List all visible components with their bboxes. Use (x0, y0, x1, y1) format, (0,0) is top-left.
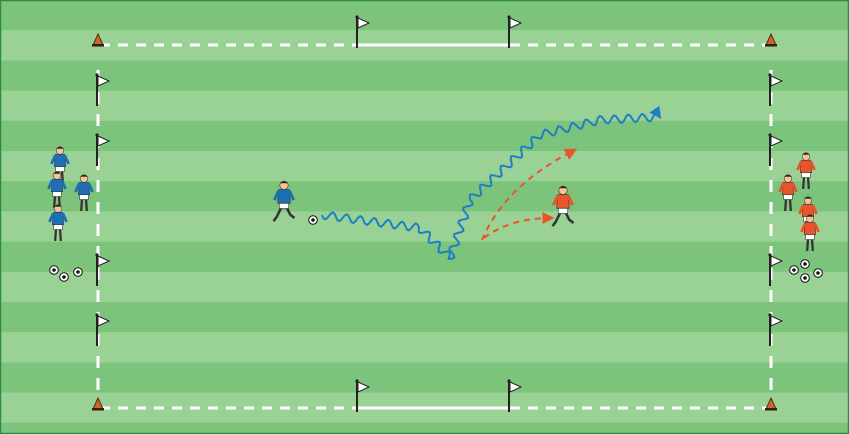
pitch-stripe (0, 332, 849, 363)
pitch-stripe (0, 362, 849, 393)
pitch-stripe (0, 60, 849, 91)
ball-icon (60, 273, 69, 282)
pitch-stripe (0, 423, 849, 434)
pitch-stripe (0, 272, 849, 303)
pitch-stripe (0, 211, 849, 242)
ball-icon (790, 266, 799, 275)
pitch-stripe (0, 0, 849, 31)
pitch-stripe (0, 302, 849, 333)
pitch-stripe (0, 121, 849, 152)
ball-icon (309, 216, 318, 225)
pitch-stripe (0, 91, 849, 122)
ball-icon (74, 268, 83, 277)
pitch-stripe (0, 242, 849, 273)
ball-icon (50, 266, 59, 275)
ball-icon (801, 260, 810, 269)
pitch-stripe (0, 181, 849, 212)
pitch-stripe (0, 151, 849, 182)
ball-icon (801, 274, 810, 283)
ball-icon (814, 269, 823, 278)
